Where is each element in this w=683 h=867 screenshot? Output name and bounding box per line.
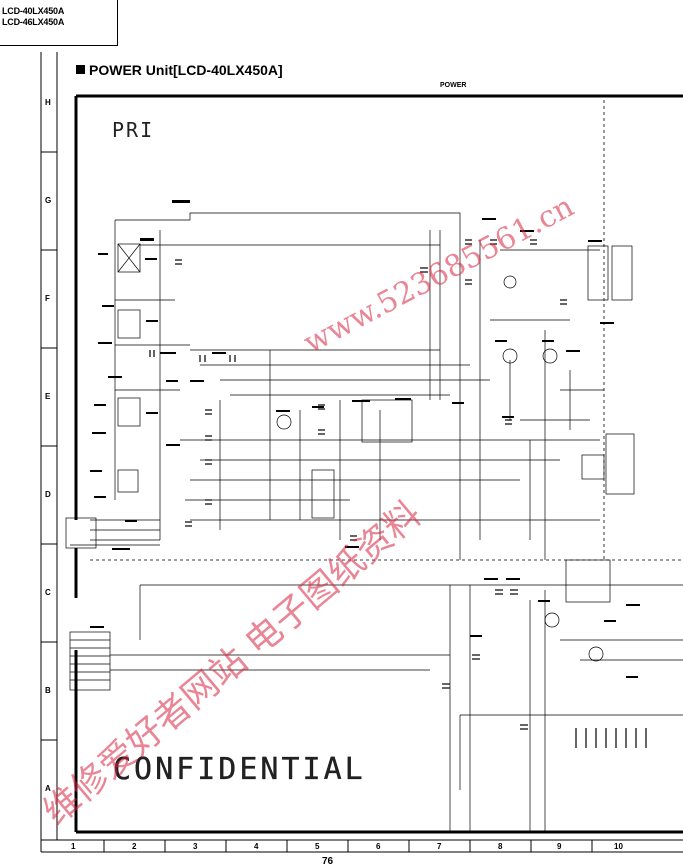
col-label-6: 6 xyxy=(376,842,381,851)
row-label-e: E xyxy=(45,392,51,401)
col-label-2: 2 xyxy=(132,842,137,851)
model-header-box: LCD-40LX450A LCD-46LX450A xyxy=(0,0,118,46)
row-label-h: H xyxy=(45,98,51,107)
row-label-b: B xyxy=(45,686,51,695)
square-bullet-icon xyxy=(76,65,85,74)
row-label-a: A xyxy=(45,784,51,793)
col-label-10: 10 xyxy=(614,842,623,851)
model-name-1: LCD-40LX450A xyxy=(2,6,65,16)
confidential-label: CONFIDENTIAL xyxy=(113,752,366,787)
col-label-7: 7 xyxy=(437,842,442,851)
model-name-2: LCD-46LX450A xyxy=(2,17,65,27)
page-title: POWER Unit[LCD-40LX450A] xyxy=(76,62,283,78)
row-label-c: C xyxy=(45,588,51,597)
row-label-d: D xyxy=(45,490,51,499)
col-label-1: 1 xyxy=(71,842,76,851)
page-number: 76 xyxy=(322,856,334,867)
col-label-8: 8 xyxy=(498,842,503,851)
row-label-f: F xyxy=(45,294,50,303)
col-label-5: 5 xyxy=(315,842,320,851)
page-title-text: POWER Unit[LCD-40LX450A] xyxy=(89,62,283,78)
col-label-3: 3 xyxy=(193,842,198,851)
col-label-9: 9 xyxy=(557,842,562,851)
sheet-label: POWER xyxy=(440,82,467,89)
col-label-4: 4 xyxy=(254,842,259,851)
primary-label: PRI xyxy=(112,118,155,142)
row-label-g: G xyxy=(45,196,52,205)
